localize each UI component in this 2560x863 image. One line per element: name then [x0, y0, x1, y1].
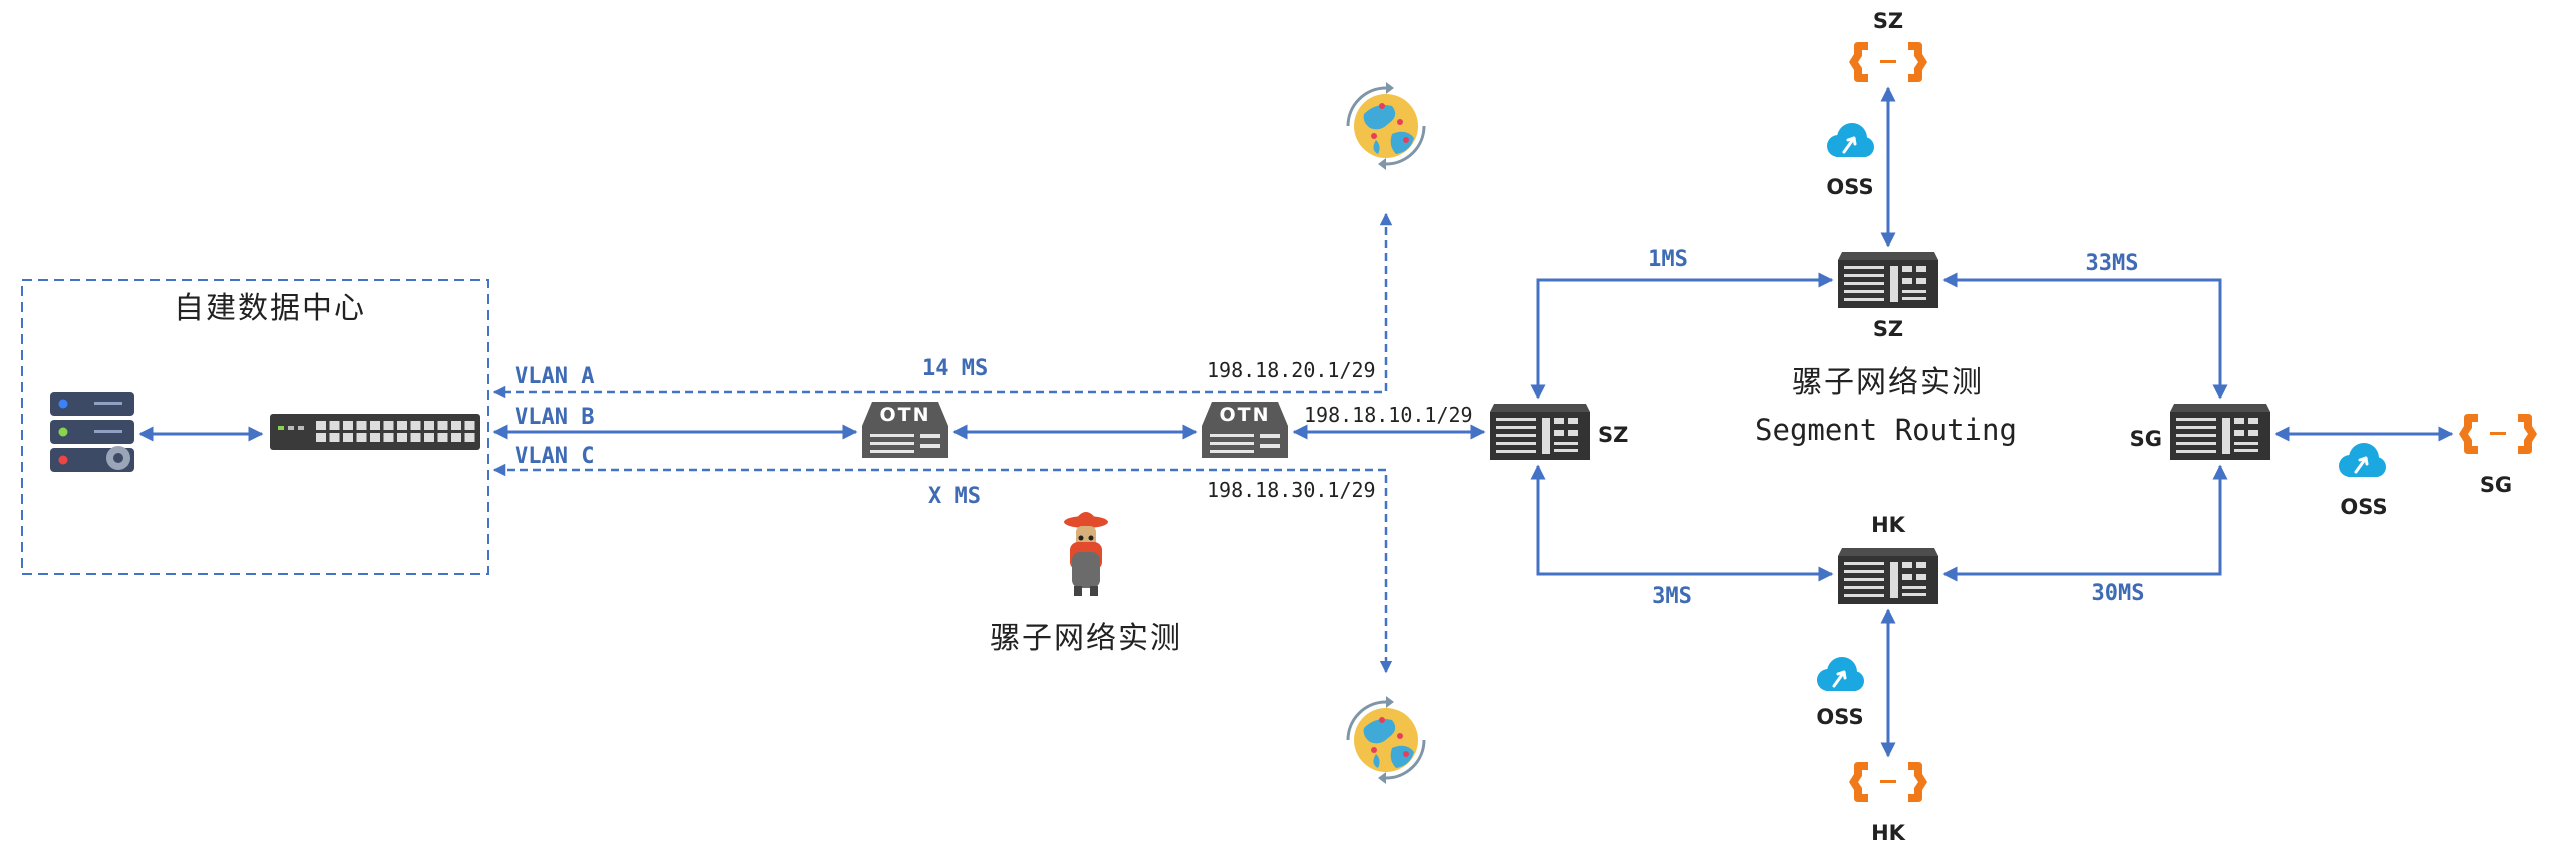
router-sz-top-label: SZ: [1873, 317, 1903, 341]
switch-port: [370, 433, 380, 442]
switch-icon: [270, 414, 480, 450]
vlan-a-link: [492, 212, 1393, 399]
oss-right-icon: [2337, 441, 2388, 479]
oss-top-label: OSS: [1826, 175, 1873, 199]
switch-led: [278, 426, 284, 430]
latency-sz-bottom: 3MS: [1652, 584, 1692, 609]
datacenter-title: 自建数据中心: [174, 291, 366, 326]
switch-port: [329, 421, 340, 430]
vlan-a-ip: 198.18.20.1/29: [1207, 358, 1376, 382]
cloud-sz-label: SZ: [1873, 9, 1903, 33]
switch-port: [383, 433, 394, 442]
vlan-c-label: VLAN C: [515, 444, 594, 469]
mule-mascot-icon: [1064, 512, 1108, 596]
switch-port: [370, 421, 380, 430]
switch-port: [316, 421, 326, 430]
switch-port: [410, 433, 421, 442]
switch-port: [397, 433, 407, 442]
switch-port: [437, 433, 448, 442]
switch-port: [356, 421, 367, 430]
switch-port: [410, 421, 421, 430]
otn-right-label: OTN: [1219, 404, 1270, 426]
switch-port: [464, 421, 475, 430]
switch-port: [329, 433, 340, 442]
link-sz-left-sz-top: [1530, 272, 1834, 400]
cloud-sg-label: SG: [2480, 473, 2512, 497]
vlan-a-label: VLAN A: [515, 364, 594, 389]
switch-port: [437, 421, 448, 430]
cloud-hk-icon: [1849, 762, 1927, 802]
core-subtitle: Segment Routing: [1755, 413, 2017, 447]
otn-device-right: OTN: [1202, 402, 1288, 458]
vlan-b-ip: 198.18.10.1/29: [1304, 403, 1473, 427]
link-hk-sg: [1942, 464, 2228, 582]
cloud-sg-icon: [2459, 414, 2537, 454]
vlan-c-link: [492, 463, 1393, 674]
switch-port: [316, 433, 326, 442]
oss-bottom-icon: [1815, 655, 1866, 693]
vlan-c-ip: 198.18.30.1/29: [1207, 478, 1376, 502]
datacenter-boundary: [21, 279, 489, 575]
switch-port: [451, 421, 461, 430]
latency-sz-top: 1MS: [1648, 247, 1688, 272]
router-sg-label: SG: [2130, 427, 2162, 451]
switch-port: [424, 433, 434, 442]
router-sz-left: [1490, 404, 1590, 460]
server-icon: [50, 392, 134, 472]
switch-port: [383, 421, 394, 430]
router-sg: [2170, 404, 2270, 460]
latency-top-sg: 33MS: [2086, 251, 2139, 276]
switch-led: [298, 426, 304, 430]
switch-port: [343, 433, 353, 442]
core-title: 骡子网络实测: [1792, 365, 1984, 400]
brand-name: 骡子网络实测: [990, 621, 1182, 656]
otn-device-left: OTN: [862, 402, 948, 458]
vlan-a-latency: 14 MS: [922, 356, 988, 381]
router-hk: [1838, 548, 1938, 604]
switch-port: [464, 433, 475, 442]
switch-port: [424, 421, 434, 430]
switch-led: [288, 426, 294, 430]
router-sz-left-label: SZ: [1598, 423, 1628, 447]
oss-top-icon: [1825, 121, 1876, 159]
switch-port: [397, 421, 407, 430]
internet-globe-icon-top: [1346, 80, 1426, 172]
link-sz-left-hk: [1530, 464, 1834, 582]
vlan-b-label: VLAN B: [515, 405, 594, 430]
switch-port: [451, 433, 461, 442]
router-sz-top: [1838, 252, 1938, 308]
oss-bottom-label: OSS: [1816, 705, 1863, 729]
oss-right-label: OSS: [2340, 495, 2387, 519]
internet-globe-icon-bottom: [1346, 694, 1426, 786]
switch-port: [343, 421, 353, 430]
switch-port: [356, 433, 367, 442]
link-sz-top-sg: [1942, 272, 2228, 400]
cloud-hk-label: HK: [1871, 821, 1906, 845]
vlan-c-latency: X MS: [928, 484, 981, 509]
latency-bottom-sg: 30MS: [2092, 581, 2145, 606]
router-hk-label: HK: [1871, 513, 1906, 537]
cloud-sz-icon: [1849, 42, 1927, 82]
otn-left-label: OTN: [879, 404, 930, 426]
